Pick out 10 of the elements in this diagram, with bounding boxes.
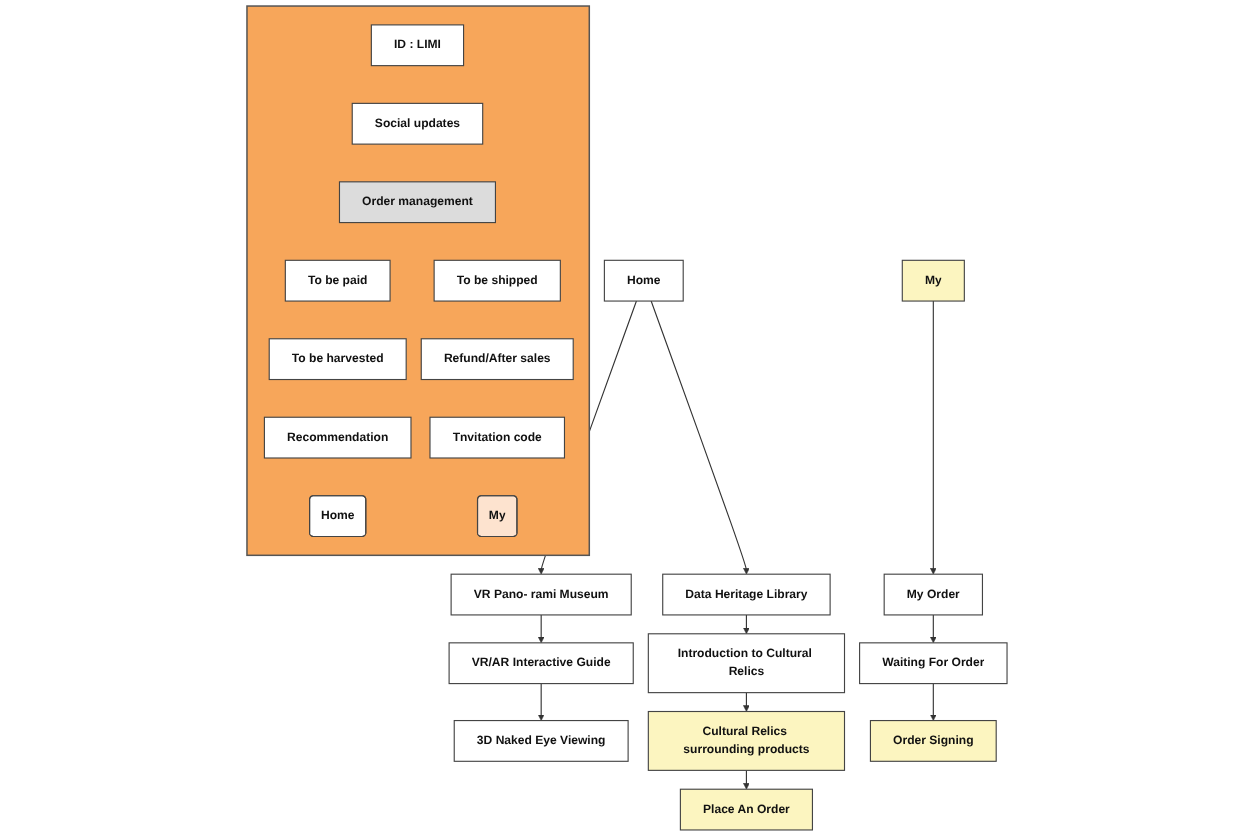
arrow: [650, 300, 750, 575]
arrow: [930, 614, 937, 644]
arrow: [537, 683, 545, 721]
arrow: [743, 692, 750, 712]
arrow: [743, 769, 750, 790]
arrow: [537, 614, 545, 644]
arrow: [930, 300, 937, 575]
arrow: [743, 614, 750, 635]
arrow: [930, 683, 937, 721]
cluster: [246, 5, 591, 557]
